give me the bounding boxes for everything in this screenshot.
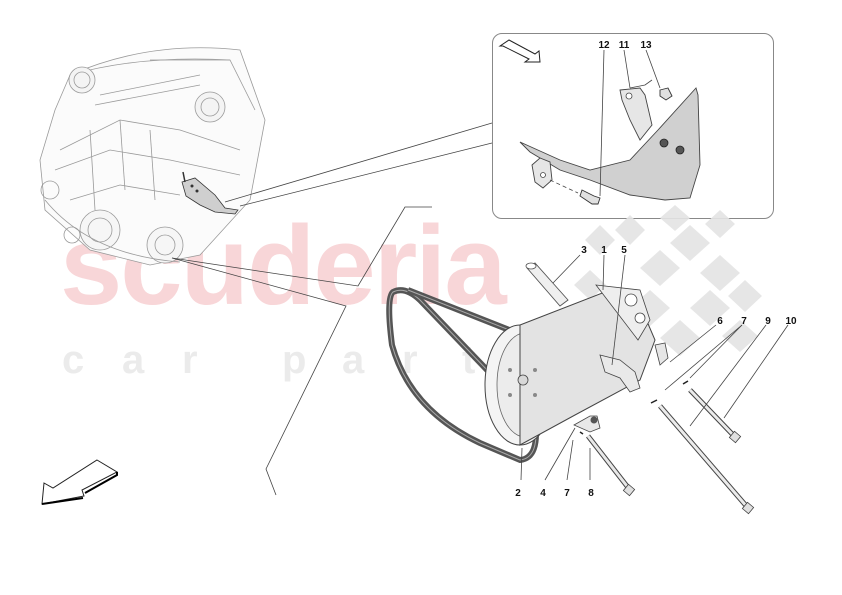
long-bolts [650,380,755,515]
inset-leader-lines [224,122,493,207]
main-direction-arrow [41,459,119,505]
engine-overview-illustration [39,47,266,266]
callout-6: 6 [717,316,723,327]
callout-5: 5 [621,245,627,256]
heat-shield-detail [519,87,701,205]
callout-12: 12 [598,40,610,51]
callout-7-upper: 7 [741,316,747,327]
callout-7-lower: 7 [564,488,570,499]
callout-10: 10 [785,316,797,327]
compressor-leader-lines [171,206,432,496]
callout-2: 2 [515,488,521,499]
checker-flag-pattern [574,205,762,356]
callout-4: 4 [540,488,546,499]
ac-compressor [484,284,669,446]
inset-callout-leaders [599,49,661,197]
inset-direction-arrow [498,39,541,63]
callout-11: 11 [618,40,630,51]
lower-bracket-and-bolt [573,415,636,497]
callout-1: 1 [601,245,607,256]
main-callout-leaders [520,254,789,481]
callout-13: 13 [640,40,652,51]
callout-3: 3 [581,245,587,256]
engine-heat-shield-highlight [181,171,239,215]
callout-8: 8 [588,488,594,499]
callout-9: 9 [765,316,771,327]
compressor-sleeve [525,262,569,307]
